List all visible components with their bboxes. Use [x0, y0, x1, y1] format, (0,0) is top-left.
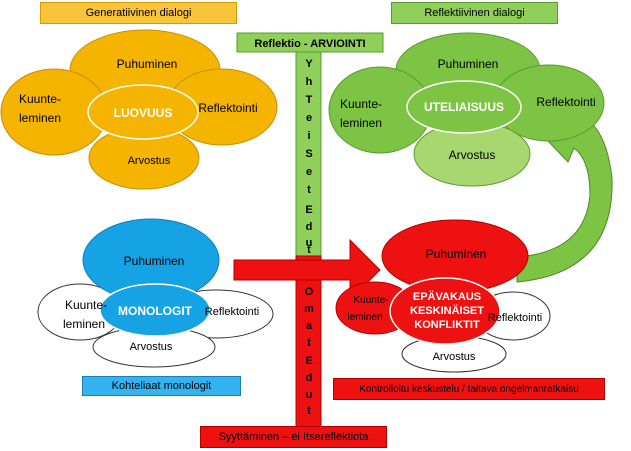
- petal-center: [406, 80, 522, 134]
- svg-text:h: h: [306, 76, 313, 88]
- cl-tl-bottom: Arvostus: [128, 155, 171, 167]
- cl-bl-top: Puhuminen: [124, 254, 185, 268]
- cl-bl-left-1: Kuunte-: [65, 298, 107, 312]
- cl-tl-top: Puhuminen: [117, 57, 178, 71]
- svg-text:i: i: [307, 130, 310, 142]
- svg-text:d: d: [306, 372, 313, 384]
- cluster-monologues: [37, 218, 274, 368]
- cl-bl-center: MONOLOGIT: [118, 304, 193, 318]
- svg-text:e: e: [306, 112, 312, 124]
- svg-text:E: E: [305, 355, 312, 367]
- cl-bl-bottom: Arvostus: [130, 341, 173, 353]
- cl-tr-right: Reflektointi: [536, 95, 595, 109]
- cluster-instability: [335, 219, 551, 373]
- petal-center: [87, 84, 199, 140]
- svg-text:t: t: [307, 244, 311, 256]
- cl-br-center-2: KESKINÄISET: [410, 304, 484, 317]
- cluster-curiosity: [328, 32, 605, 187]
- cl-tl-left-1: Kuunte-: [19, 92, 61, 106]
- svg-text:t: t: [307, 405, 311, 417]
- svg-text:Y: Y: [305, 58, 313, 70]
- cl-br-left-2: leminen: [347, 312, 382, 323]
- cl-bl-right: Reflektointi: [205, 306, 259, 318]
- cl-tl-center: LUOVUUS: [114, 106, 173, 120]
- cl-br-center-1: EPÄVAKAUS: [413, 290, 481, 303]
- cl-br-center-3: KONFLIKTIT: [414, 319, 480, 331]
- svg-text:t: t: [307, 184, 311, 196]
- shared-benefits-bar: [295, 50, 322, 257]
- reflection-eval-box: [236, 32, 384, 53]
- svg-text:u: u: [306, 237, 313, 249]
- svg-text:S: S: [305, 148, 312, 160]
- svg-text:E: E: [305, 204, 312, 216]
- reflection-eval-label: Reflektio - ARVIOINTI: [254, 38, 365, 50]
- cl-br-right: Reflektointi: [488, 312, 542, 324]
- cl-bl-left-2: leminen: [63, 317, 105, 331]
- svg-text:a: a: [306, 320, 313, 332]
- controlled-discussion-label: Kontrolloitu keskustelu / taitava ongelm…: [333, 378, 605, 400]
- cl-tl-right: Reflektointi: [198, 101, 257, 115]
- svg-text:m: m: [304, 303, 314, 315]
- own-benefits-bar: [295, 255, 322, 429]
- cl-tr-top: Puhuminen: [438, 57, 499, 71]
- cl-tr-bottom: Arvostus: [449, 148, 496, 162]
- svg-text:O: O: [305, 286, 314, 298]
- cl-br-left-1: Kuunte-: [353, 295, 388, 306]
- cluster-creativity: [0, 29, 278, 190]
- cl-br-top: Puhuminen: [426, 247, 487, 261]
- feeding-label: Syyttäminen – ei Itsereflektiota: [200, 426, 387, 448]
- reflective-dialogue-label: Reflektiivinen dialogi: [391, 2, 558, 24]
- generative-dialogue-label: Generatiivinen dialogi: [40, 2, 237, 24]
- svg-text:d: d: [306, 221, 313, 233]
- cl-tr-left-2: leminen: [340, 116, 382, 130]
- cl-br-bottom: Arvostus: [433, 351, 476, 363]
- petal-center: [389, 277, 501, 345]
- polite-monologues-label: Kohteliaat monologit: [82, 376, 241, 396]
- svg-text:u: u: [306, 389, 313, 401]
- petal-center: [99, 283, 211, 337]
- svg-text:e: e: [306, 166, 312, 178]
- cl-tr-center: UTELIAISUUS: [424, 100, 504, 114]
- cl-tr-left-1: Kuunte-: [340, 97, 382, 111]
- cl-tl-left-2: leminen: [19, 111, 61, 125]
- svg-text:T: T: [306, 94, 313, 106]
- svg-text:t: t: [307, 337, 311, 349]
